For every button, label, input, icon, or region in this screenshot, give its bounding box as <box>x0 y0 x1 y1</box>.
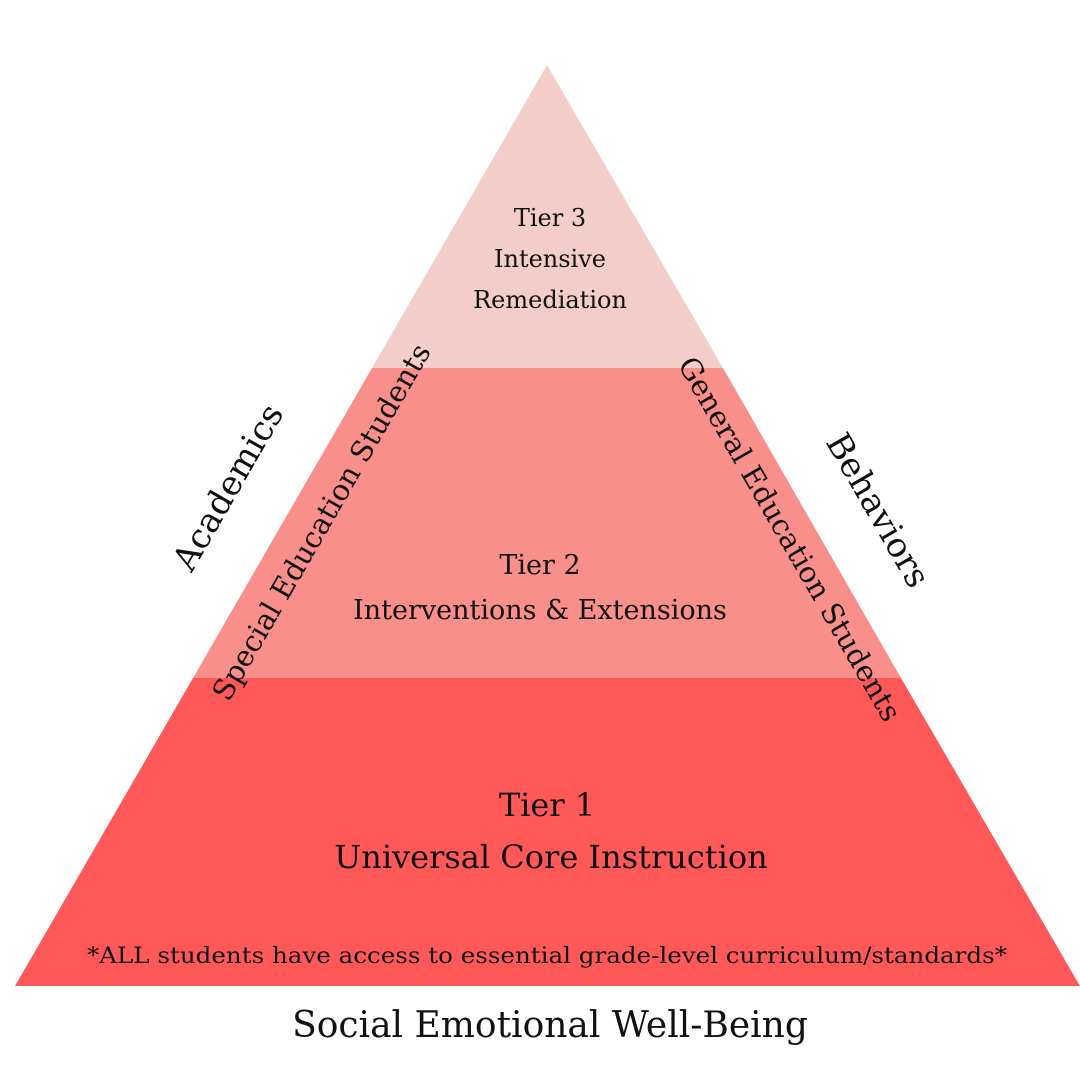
tier-3-title: Tier 3 <box>514 204 586 232</box>
tier-3-line-2: Remediation <box>473 286 627 314</box>
tier-1-band <box>15 678 1080 986</box>
tier-1-title: Tier 1 <box>499 786 595 824</box>
tier-2-band <box>193 368 901 678</box>
tier-2-title: Tier 2 <box>499 550 580 581</box>
tier-1-line-1: Universal Core Instruction <box>334 838 768 876</box>
tier-2-line-1: Interventions & Extensions <box>353 595 727 626</box>
tier-1-note: *ALL students have access to essential g… <box>87 944 1007 969</box>
footer-caption: Social Emotional Well-Being <box>292 1005 808 1046</box>
tier-3-line-1: Intensive <box>494 245 606 273</box>
tier-3-band <box>372 65 723 368</box>
